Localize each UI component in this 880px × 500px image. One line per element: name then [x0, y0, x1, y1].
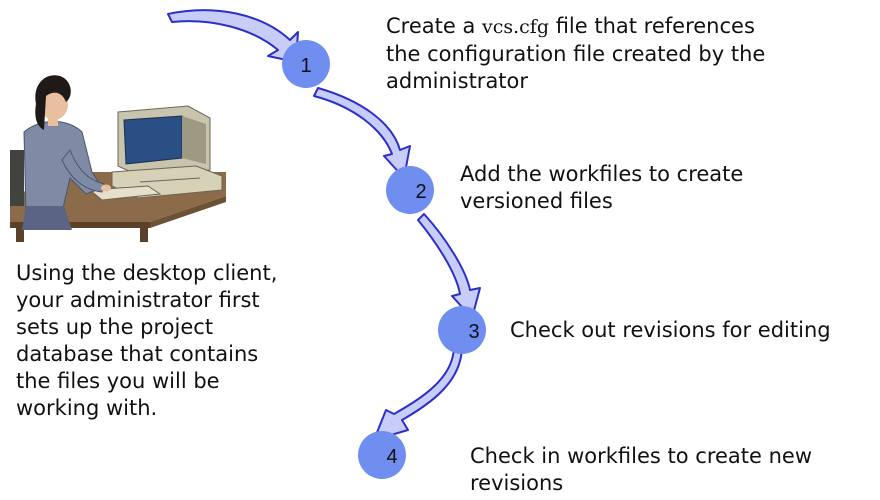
curved-arrow-icon: [417, 213, 481, 319]
arrow-step-1-to-2: [313, 87, 411, 179]
step-3-marker: 3: [438, 306, 486, 354]
intro-description: Using the desktop client, your administr…: [16, 261, 278, 420]
step-1-text-end: file that references the configuration f…: [386, 14, 766, 93]
step-4-number: 4: [386, 446, 397, 468]
step-2-description: Add the workfiles to create versioned fi…: [460, 162, 744, 213]
step-3-description: Check out revisions for editing: [510, 318, 831, 342]
step-1-text-start: Create a: [386, 14, 482, 38]
step-1-config-filename: vcs.cfg: [482, 16, 550, 38]
step-1-marker: 1: [282, 40, 330, 88]
curved-arrow-icon: [373, 345, 463, 441]
step-4-marker: 4: [358, 431, 406, 479]
step-2-marker: 2: [386, 166, 434, 214]
arrow-step-3-to-4: [373, 345, 463, 441]
step-1-description: Create a vcs.cfg file that references th…: [386, 13, 866, 95]
step-1-number: 1: [300, 55, 311, 77]
curved-arrow-icon: [167, 9, 299, 63]
curved-arrow-icon: [313, 87, 411, 179]
woman-at-computer-icon: [10, 75, 226, 242]
step-4-description: Check in workfiles to create new revisio…: [470, 444, 813, 495]
step-2-number: 2: [415, 181, 426, 203]
arrow-step-2-to-3: [417, 213, 481, 319]
step-3-number: 3: [468, 321, 479, 343]
arrow-into-step-1: [167, 9, 299, 63]
